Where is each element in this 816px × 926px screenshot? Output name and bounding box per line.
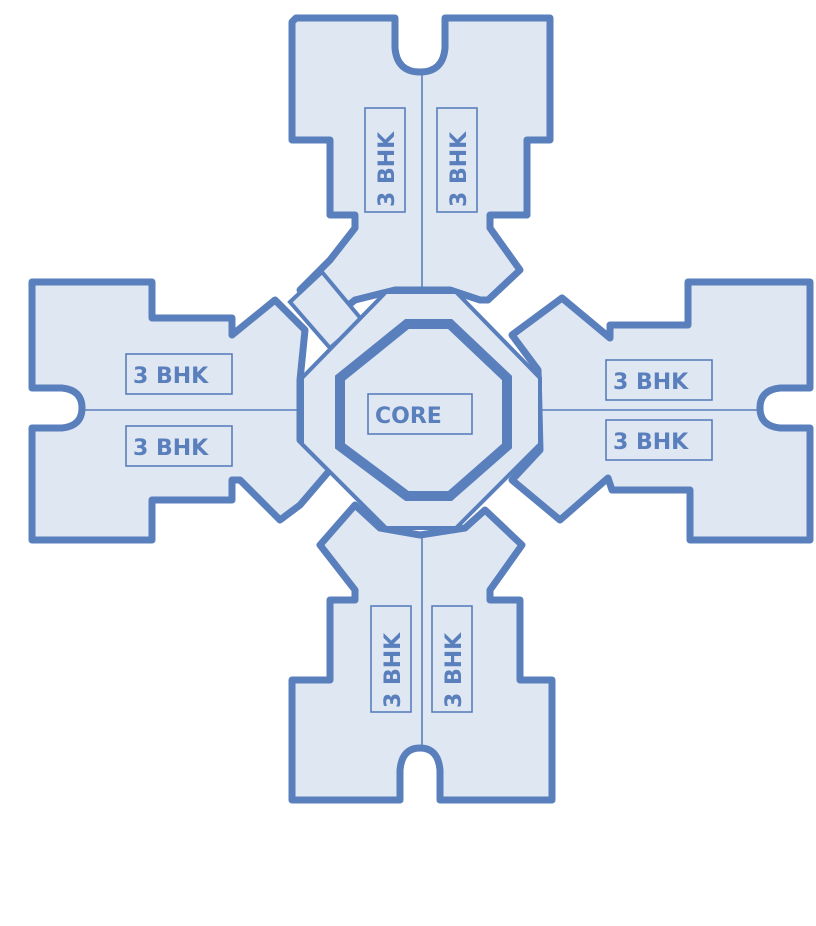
wing-top-left-unit-label: 3 BHK [375,131,400,207]
wing-bottom-right-unit-label: 3 BHK [442,632,467,708]
wing-top: 3 BHK 3 BHK [288,14,554,324]
wing-left-outline [28,278,334,544]
core: CORE [300,290,542,530]
wing-top-left-label-box [364,107,406,213]
wing-left-lower-unit-label: 3 BHK [133,436,209,461]
wing-left: 3 BHK 3 BHK [28,278,334,544]
wing-bottom: 3 BHK 3 BHK [288,501,556,804]
wing-right-lower-unit-label: 3 BHK [613,430,689,455]
wing-bottom-left-unit-label: 3 BHK [381,632,406,708]
wing-left-upper-unit-label: 3 BHK [133,364,209,389]
core-label: CORE [375,404,442,429]
wing-top-right-unit-label: 3 BHK [447,131,472,207]
wing-right-upper-unit-label: 3 BHK [613,370,689,395]
wing-top-outline [288,14,554,324]
wing-left-upper-label-box [125,353,233,395]
wing-bottom-right-label-box [431,605,473,713]
wing-bottom-left-label-box [370,605,412,713]
wing-top-right-label-box [436,107,478,213]
wing-right-upper-label-box [605,359,713,401]
wing-left-lower-label-box [125,425,233,467]
wing-right-outline [508,278,814,544]
core-label-box [367,393,473,435]
wing-right: 3 BHK 3 BHK [508,278,814,544]
wing-right-lower-label-box [605,419,713,461]
